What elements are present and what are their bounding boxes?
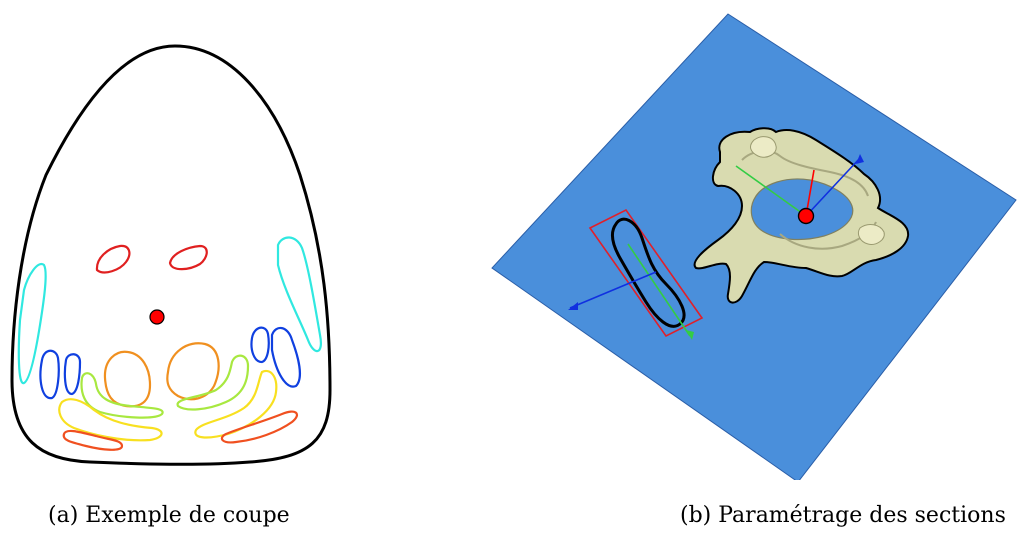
vertebra-axis-blue-arrow <box>856 154 864 164</box>
center-point <box>149 309 165 325</box>
contour-redorange-right <box>220 410 299 444</box>
section-axis-green-arrow <box>686 330 694 340</box>
plane-svg <box>491 13 1017 480</box>
section-contour <box>611 217 686 328</box>
vertebra-facet-left <box>750 136 777 158</box>
contour-cyan-left <box>17 262 47 385</box>
contour-yellow-left <box>58 398 163 442</box>
contour-orange-right <box>166 342 220 401</box>
contour-cyan-right <box>276 236 322 353</box>
contour-blue-right-2 <box>270 326 301 388</box>
contour-yellow-right <box>194 369 278 439</box>
caption-b: (b) Paramétrage des sections <box>680 503 1006 528</box>
contour-blue-left-1 <box>39 349 60 400</box>
contour-blue-right-1 <box>250 326 270 364</box>
vertebra-center-point <box>797 207 815 225</box>
contour-yellowgreen-right <box>176 354 250 411</box>
section-axis-green <box>627 243 691 337</box>
caption-a: (a) Exemple de coupe <box>48 503 290 528</box>
contour-red-right <box>168 244 208 271</box>
cross-section-figure <box>0 0 340 480</box>
contour-redorange-left <box>62 429 124 451</box>
section-axis-blue <box>569 271 657 309</box>
body-outline <box>10 44 332 466</box>
contour-blue-left-2 <box>63 353 82 396</box>
section-bounding-box <box>588 208 704 338</box>
vertebra-axis-blue <box>805 157 861 217</box>
vertebra-facet-right <box>857 224 885 245</box>
section-axis-blue-arrow <box>568 302 578 310</box>
cross-section-svg <box>10 44 332 466</box>
vertebra-axis-green <box>735 165 807 217</box>
section-parameterization-figure <box>480 0 1019 480</box>
contour-yellowgreen-left <box>80 372 164 419</box>
contour-orange-left <box>103 350 152 408</box>
contour-red-left <box>95 244 131 274</box>
